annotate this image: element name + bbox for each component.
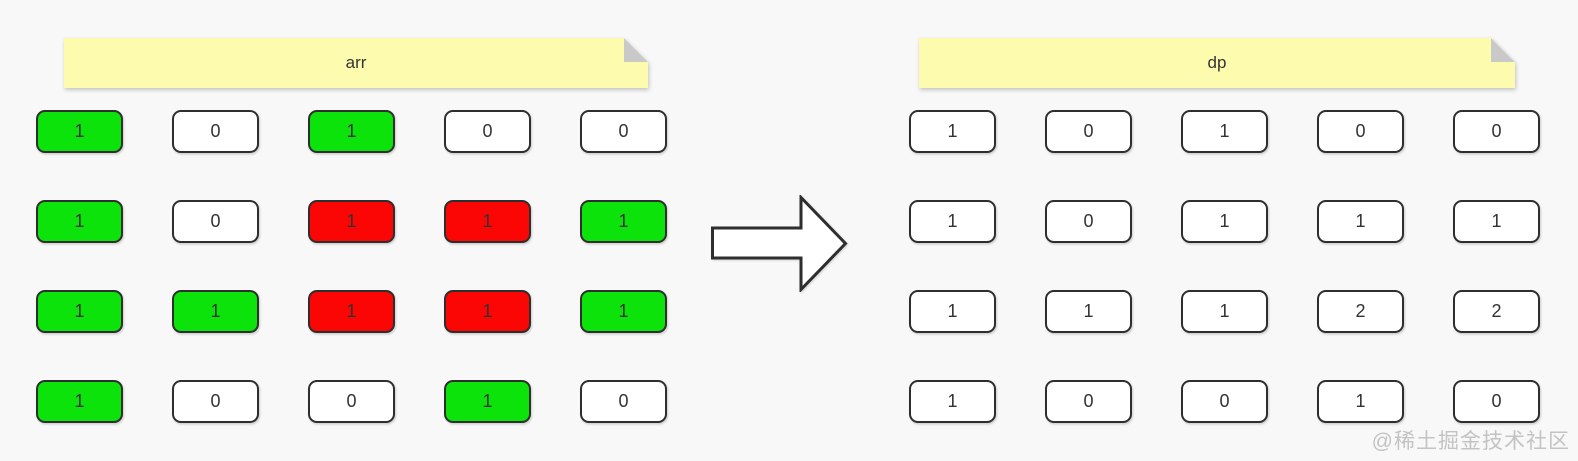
cell-arr-r3c5: 1	[580, 290, 667, 333]
cell-arr-r2c1: 1	[36, 200, 123, 243]
cell-dp-r1c1: 1	[909, 110, 996, 153]
cell-dp-r3c2: 1	[1045, 290, 1132, 333]
cell-dp-r2c4: 1	[1317, 200, 1404, 243]
arr-grid: 1 0 1 0 0 1 0 1 1 1 1 1 1 1 1 1 0 0 1 0	[36, 110, 667, 423]
cell-arr-r2c3: 1	[308, 200, 395, 243]
cell-arr-r2c2: 0	[172, 200, 259, 243]
arr-note-body: arr	[64, 38, 648, 88]
cell-dp-r4c2: 0	[1045, 380, 1132, 423]
dp-note: dp	[919, 38, 1515, 88]
cell-arr-r1c4: 0	[444, 110, 531, 153]
cell-arr-r1c2: 0	[172, 110, 259, 153]
cell-arr-r4c3: 0	[308, 380, 395, 423]
cell-dp-r4c5: 0	[1453, 380, 1540, 423]
cell-dp-r2c5: 1	[1453, 200, 1540, 243]
cell-arr-r4c1: 1	[36, 380, 123, 423]
cell-dp-r3c4: 2	[1317, 290, 1404, 333]
cell-arr-r1c1: 1	[36, 110, 123, 153]
cell-dp-r1c4: 0	[1317, 110, 1404, 153]
dp-note-fold-corner-icon	[1491, 38, 1515, 62]
arr-note: arr	[64, 38, 648, 88]
cell-arr-r2c4: 1	[444, 200, 531, 243]
cell-dp-r1c5: 0	[1453, 110, 1540, 153]
cell-arr-r3c1: 1	[36, 290, 123, 333]
arr-note-label: arr	[345, 53, 367, 72]
cell-arr-r3c2: 1	[172, 290, 259, 333]
cell-arr-r4c5: 0	[580, 380, 667, 423]
cell-dp-r2c3: 1	[1181, 200, 1268, 243]
cell-dp-r3c5: 2	[1453, 290, 1540, 333]
cell-arr-r3c3: 1	[308, 290, 395, 333]
cell-arr-r4c2: 0	[172, 380, 259, 423]
cell-arr-r3c4: 1	[444, 290, 531, 333]
cell-dp-r2c1: 1	[909, 200, 996, 243]
cell-arr-r2c5: 1	[580, 200, 667, 243]
cell-arr-r1c3: 1	[308, 110, 395, 153]
cell-dp-r2c2: 0	[1045, 200, 1132, 243]
cell-dp-r4c1: 1	[909, 380, 996, 423]
cell-arr-r1c5: 0	[580, 110, 667, 153]
right-arrow-icon	[711, 195, 848, 292]
cell-dp-r1c2: 0	[1045, 110, 1132, 153]
cell-dp-r3c3: 1	[1181, 290, 1268, 333]
cell-arr-r4c4: 1	[444, 380, 531, 423]
arr-note-fold-corner-icon	[624, 38, 648, 62]
dp-note-body: dp	[919, 38, 1515, 88]
watermark: @稀土掘金技术社区	[1371, 430, 1570, 453]
cell-dp-r4c3: 0	[1181, 380, 1268, 423]
cell-dp-r3c1: 1	[909, 290, 996, 333]
cell-dp-r4c4: 1	[1317, 380, 1404, 423]
dp-grid: 1 0 1 0 0 1 0 1 1 1 1 1 1 2 2 1 0 0 1 0	[909, 110, 1540, 423]
cell-dp-r1c3: 1	[1181, 110, 1268, 153]
dp-note-label: dp	[1207, 53, 1227, 72]
